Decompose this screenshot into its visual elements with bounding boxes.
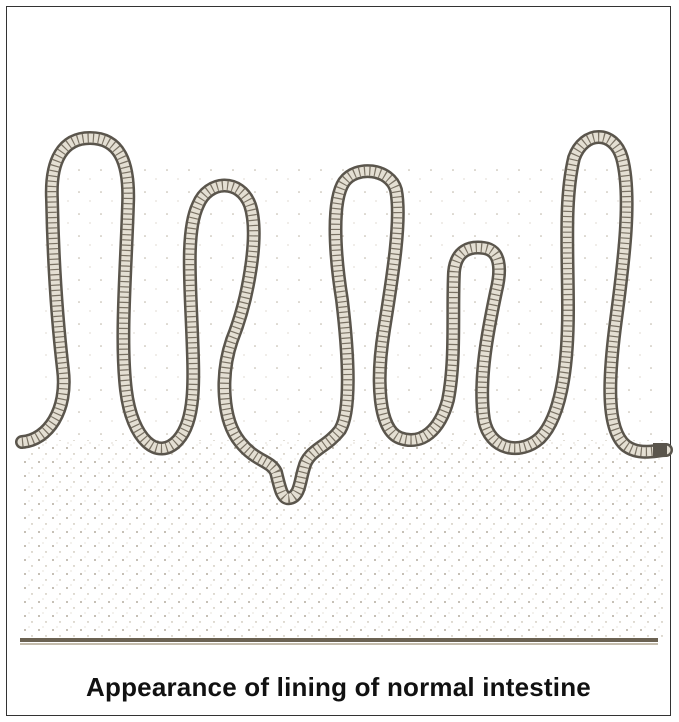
lining-end-cap [653,443,667,457]
intestine-lining-illustration [8,10,673,670]
figure-caption: Appearance of lining of normal intestine [6,672,671,703]
stippled-tissue-region [20,440,665,640]
